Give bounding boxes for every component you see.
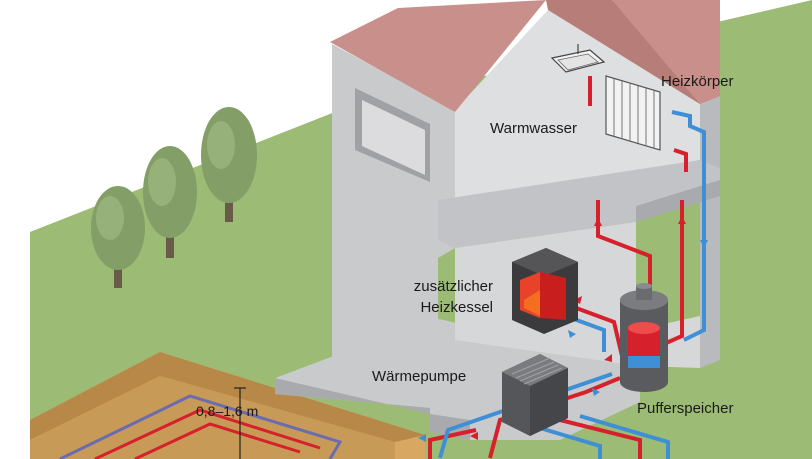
boiler-icon xyxy=(512,248,578,334)
buffer-tank-icon xyxy=(620,283,668,392)
buffer-tank-label: Pufferspeicher xyxy=(637,400,734,417)
hot-pipes xyxy=(428,76,688,459)
heat-pump-icon xyxy=(502,354,568,436)
hot-water-label: Warmwasser xyxy=(490,120,577,137)
sink-icon xyxy=(550,44,606,73)
boiler-label-line1: zusätzlicher xyxy=(413,278,493,295)
ground-collector-section xyxy=(30,352,425,459)
tree-icon xyxy=(201,107,257,222)
roof xyxy=(330,0,546,112)
boiler-label-line2: Heizkessel xyxy=(420,299,493,316)
tree-icon xyxy=(143,146,197,258)
heat-pump-label: Wärmepumpe xyxy=(372,368,467,385)
radiator-icon xyxy=(605,75,661,151)
depth-label: 0,8–1,6 m xyxy=(196,403,259,419)
tree-icon xyxy=(91,186,145,288)
radiator-label: Heizkörper xyxy=(661,73,734,90)
